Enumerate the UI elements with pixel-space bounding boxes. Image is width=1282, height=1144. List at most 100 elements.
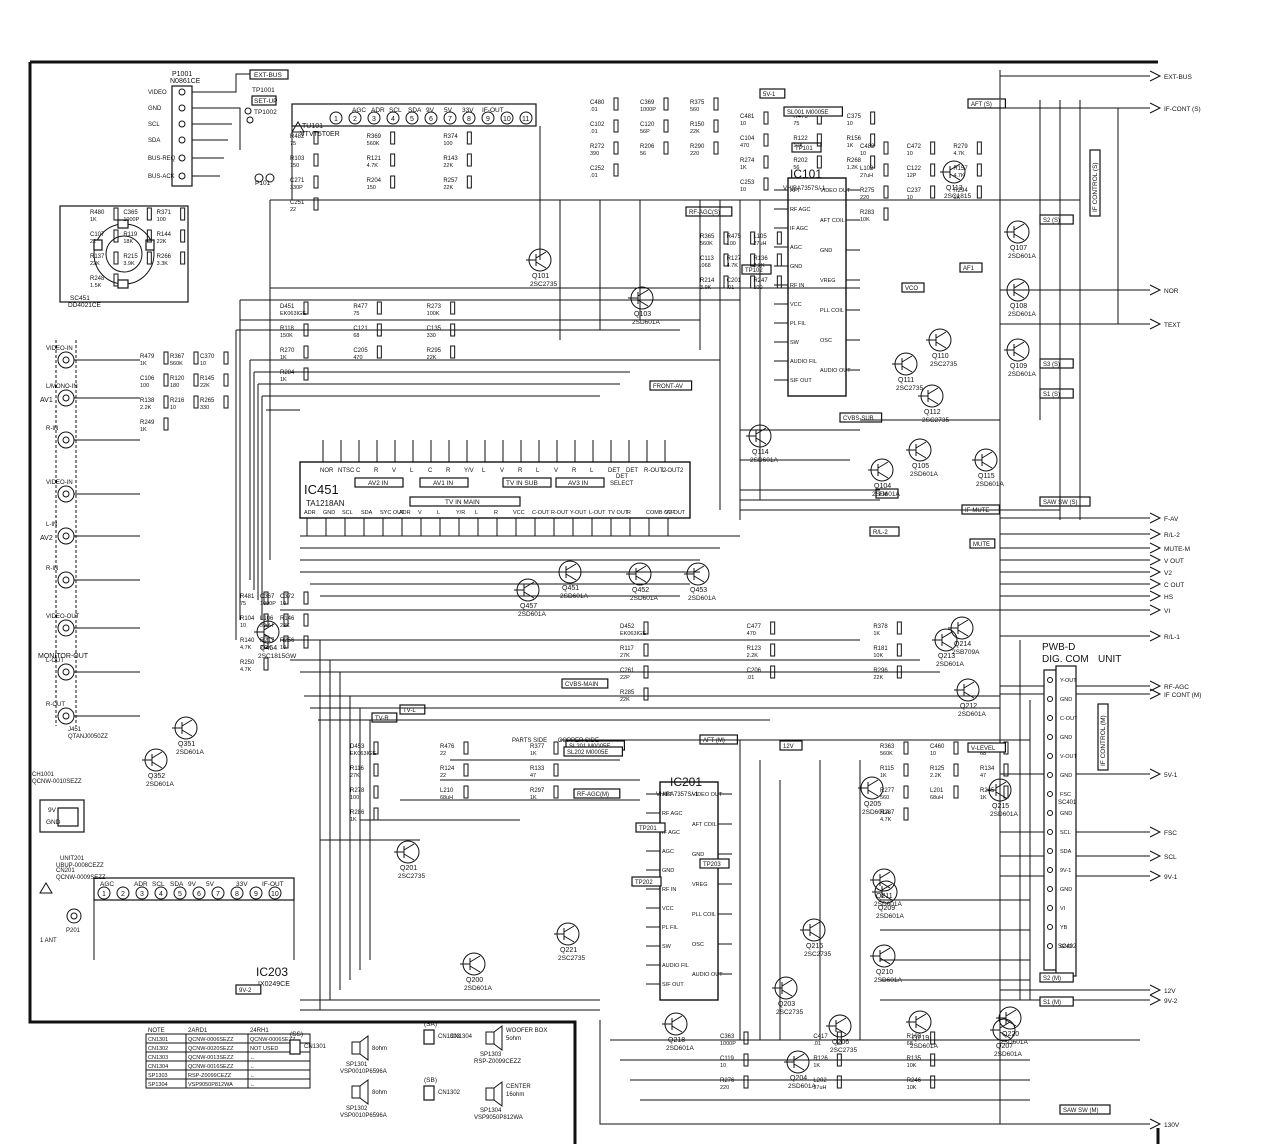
component-ref: R477 bbox=[353, 304, 368, 310]
transistor-ref: Q108 bbox=[1010, 303, 1027, 310]
component-value: 10 bbox=[860, 151, 866, 157]
resistor-icon bbox=[1003, 763, 1009, 777]
p1001-pin-label: VIDEO bbox=[148, 90, 167, 96]
ic451-pin-top: DET bbox=[608, 468, 620, 474]
resistor-icon bbox=[750, 253, 756, 267]
ic451-pin-bottom: ADR bbox=[399, 510, 411, 516]
component-ref: C107 bbox=[90, 232, 105, 238]
transistor-ref: Q216 bbox=[806, 943, 823, 950]
transistor-part: 2SD601A bbox=[976, 481, 1004, 488]
component-value: 10 bbox=[847, 121, 853, 127]
output-label: SCL bbox=[1164, 854, 1177, 861]
pin-icon bbox=[367, 111, 381, 125]
pin-icon bbox=[1047, 924, 1053, 930]
resistor-icon bbox=[193, 351, 199, 365]
resistor-icon bbox=[303, 591, 309, 605]
resistor-icon bbox=[223, 373, 229, 387]
component-value: 56 bbox=[793, 165, 799, 171]
resistor-icon bbox=[663, 119, 669, 133]
outer-frame bbox=[28, 60, 1160, 1144]
pin-icon bbox=[97, 886, 111, 900]
component-value: 22K bbox=[280, 623, 290, 629]
ic451-pin-top: V bbox=[392, 468, 396, 474]
bottom-header-pin: 8 bbox=[235, 891, 239, 898]
component-value: 10K bbox=[907, 1063, 917, 1069]
transistor-part: 2SD601A bbox=[176, 749, 204, 756]
component-ref: R286 bbox=[350, 810, 365, 816]
component-ref: R214 bbox=[700, 278, 715, 284]
resistor-icon bbox=[283, 591, 289, 605]
resistor-icon bbox=[146, 207, 152, 221]
component-value: 330 bbox=[427, 333, 436, 339]
ic-pin-right: GND bbox=[692, 852, 704, 858]
component-ref: C365 bbox=[123, 210, 138, 216]
bottom-header-pin: 4 bbox=[159, 891, 163, 898]
pwb-pin-label: C-OUT bbox=[1060, 716, 1078, 722]
component-value: 4.7K bbox=[727, 263, 739, 269]
component-ref: R378 bbox=[873, 624, 888, 630]
bottom-header-label: IF-OUT bbox=[262, 881, 284, 888]
component-ref: C369 bbox=[640, 100, 655, 106]
ic451-select: SELECT bbox=[610, 481, 634, 487]
resistor-icon bbox=[263, 657, 269, 671]
pin-icon bbox=[386, 111, 400, 125]
component-value: 2.2K bbox=[260, 645, 272, 651]
component-ref: D453 bbox=[350, 744, 365, 750]
component-value: 2.2K bbox=[140, 405, 152, 411]
top-header-label: AGC bbox=[352, 107, 366, 114]
ic201-part: VHIBA7357S/-1 bbox=[656, 792, 699, 798]
bus-label: S1 (M) bbox=[1043, 1000, 1061, 1006]
component-ref: R475 bbox=[727, 234, 742, 240]
p1001-pin-label: SDA bbox=[148, 138, 160, 144]
resistor-icon bbox=[113, 229, 119, 243]
resistor-icon bbox=[313, 197, 319, 211]
component-value: .01 bbox=[813, 1041, 821, 1047]
bus-label: S2 (M) bbox=[1043, 976, 1061, 982]
component-ref: C104 bbox=[740, 136, 755, 142]
ic-pin-left: IF AGC bbox=[662, 830, 680, 836]
speaker-part: RSP-Z0099CEZZ bbox=[474, 1059, 521, 1065]
transistor-ref: Q221 bbox=[560, 947, 577, 954]
ic-pin-left: AUDIO FIL bbox=[790, 359, 817, 365]
resistor-icon bbox=[313, 153, 319, 167]
resistor-icon bbox=[770, 621, 776, 635]
pin-icon bbox=[268, 886, 282, 900]
speaker-connector-2: CN1304 bbox=[450, 1034, 473, 1040]
ic-pin-left: AGC bbox=[790, 245, 802, 251]
component-ref: R294 bbox=[953, 188, 968, 194]
transistor-part: 2SC2735 bbox=[804, 951, 831, 958]
pin-icon bbox=[230, 886, 244, 900]
notes-cell: QCNW-0016SEZZ bbox=[188, 1064, 234, 1070]
resistor-icon bbox=[663, 141, 669, 155]
top-header-pin: 1 bbox=[334, 116, 338, 123]
bus-label: FRONT-AV bbox=[653, 384, 683, 390]
component-ref: C417 bbox=[813, 1034, 828, 1040]
component-ref: R256 bbox=[280, 638, 295, 644]
ext-bus-tag: EXT-BUS bbox=[254, 72, 282, 79]
top-header-pin: 7 bbox=[448, 116, 452, 123]
component-ref: R133 bbox=[530, 766, 545, 772]
ic451-pin-top: L bbox=[590, 468, 594, 474]
speaker-ref: SP1304 bbox=[480, 1108, 502, 1114]
resistor-icon bbox=[770, 643, 776, 657]
resistor-icon bbox=[373, 785, 379, 799]
tp1001-label: TP1001 bbox=[252, 87, 275, 94]
component-ref: L102 bbox=[860, 166, 874, 172]
resistor-icon bbox=[903, 763, 909, 777]
component-value: 10 bbox=[740, 187, 746, 193]
component-value: 560K bbox=[367, 141, 380, 147]
output-label: 5V-1 bbox=[1164, 772, 1178, 779]
pin-icon bbox=[1047, 829, 1053, 835]
resistor-icon bbox=[373, 763, 379, 777]
transistor-part: 2SD601A bbox=[862, 809, 890, 816]
component-ref: R272 bbox=[590, 144, 605, 150]
component-value: 100 bbox=[350, 795, 359, 801]
component-value: 180 bbox=[170, 383, 179, 389]
top-header-pin: 6 bbox=[429, 116, 433, 123]
p1001-pin-label: BUS-REQ bbox=[148, 156, 176, 162]
component-ref: C253 bbox=[740, 180, 755, 186]
transistor-part: 2SD601A bbox=[994, 1051, 1022, 1058]
ic451-pin-bottom: R bbox=[494, 510, 498, 516]
